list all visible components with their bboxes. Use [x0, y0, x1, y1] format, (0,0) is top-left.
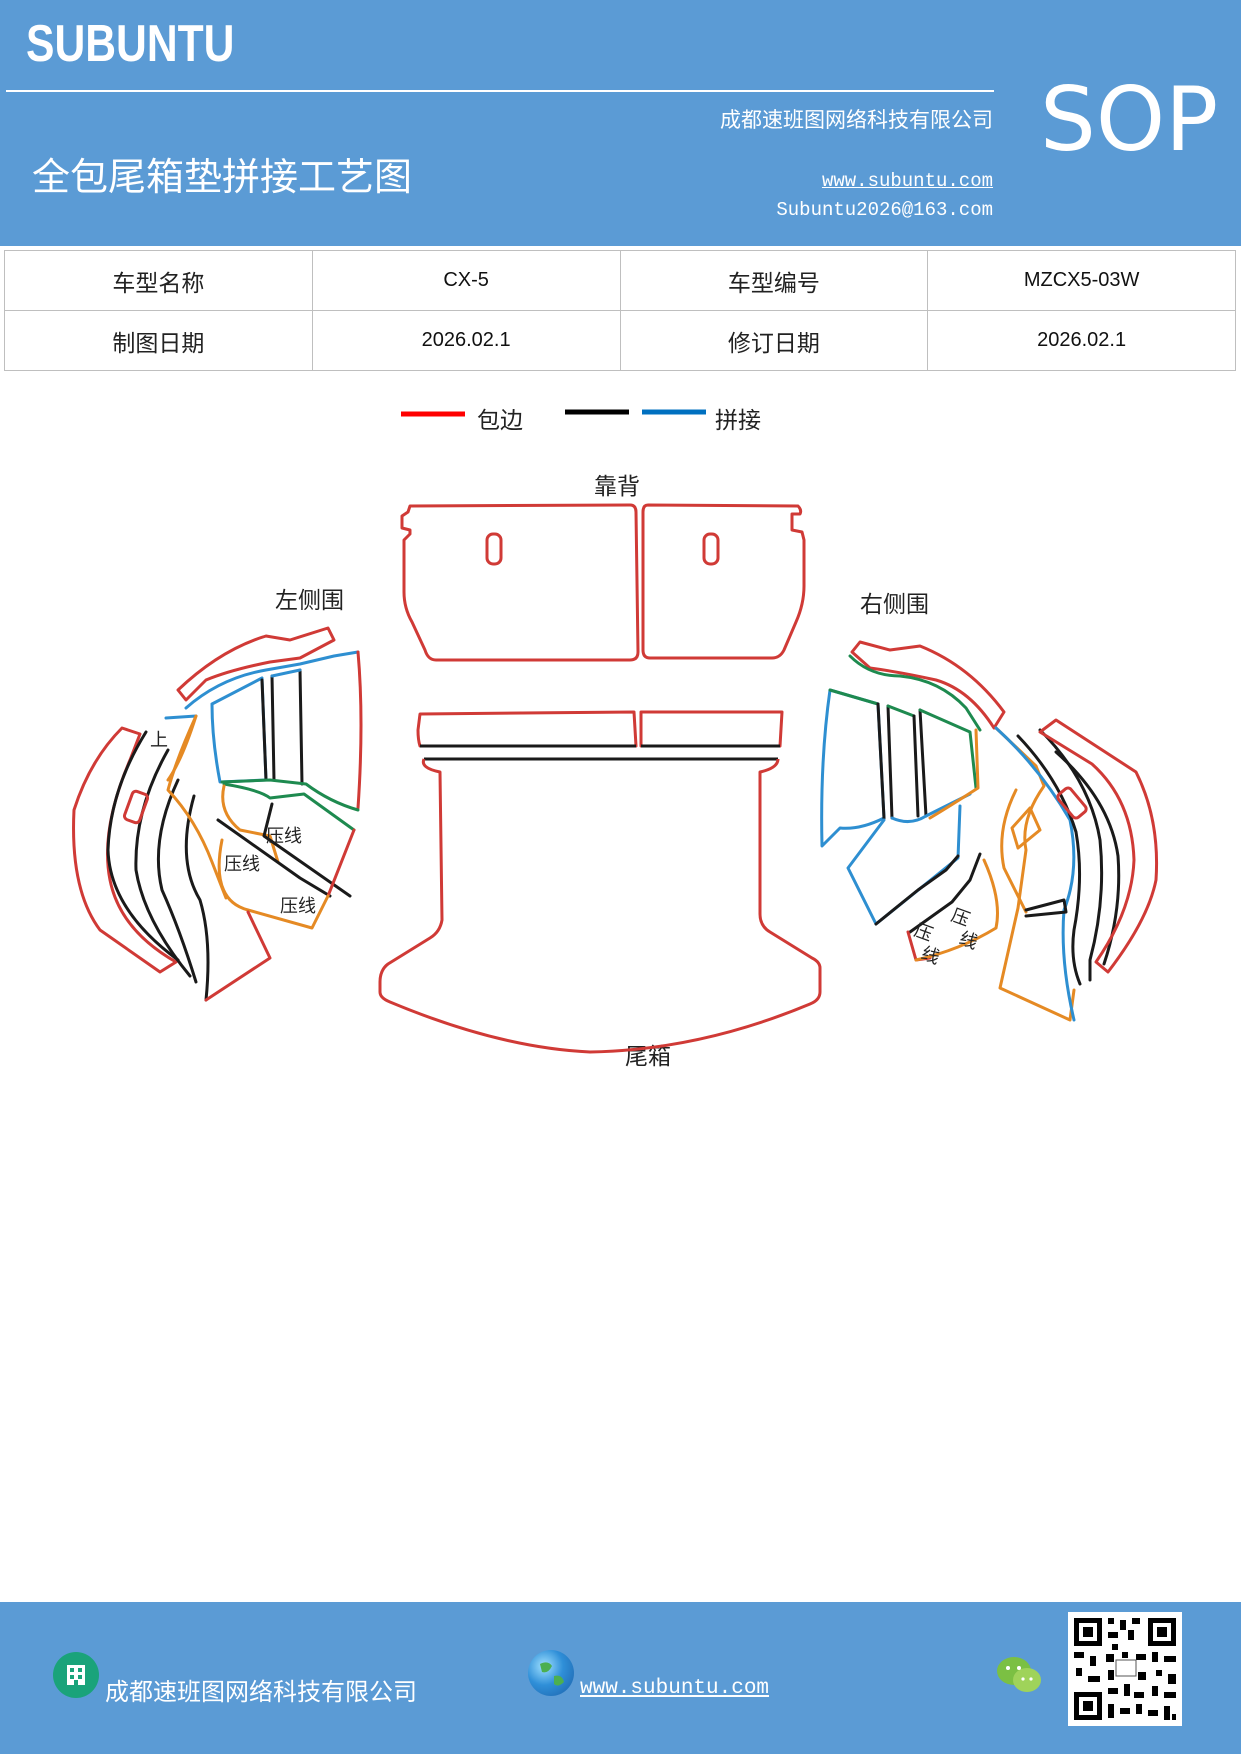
- left-seam-c: [298, 668, 304, 786]
- left-side-panel: [72, 626, 363, 1002]
- trunk-front-strip-right: [639, 710, 784, 748]
- building-icon: [53, 1652, 99, 1698]
- left-slot: [122, 789, 150, 825]
- right-press-char-3: 压: [948, 905, 972, 931]
- header-website-link[interactable]: www.subuntu.com: [821, 170, 993, 192]
- right-green-top: [828, 688, 880, 706]
- right-black-strip-1: [1016, 734, 1082, 986]
- model-code-label: 车型编号: [619, 250, 929, 311]
- header-divider: [6, 90, 994, 92]
- left-outer-right-edge: [356, 650, 363, 810]
- left-press-line-1: 压线: [266, 826, 302, 847]
- left-top-seam: [184, 650, 360, 710]
- globe-icon: [528, 1650, 574, 1696]
- right-seam-d: [918, 708, 928, 818]
- table-row: 车型名称 CX-5 车型编号 MZCX5-03W: [4, 250, 1236, 311]
- footer-website-link[interactable]: www.subuntu.com: [580, 1677, 770, 1700]
- revise-date-value: 2026.02.1: [927, 310, 1236, 371]
- right-top-seam: [848, 654, 982, 732]
- right-seam-b: [886, 704, 894, 820]
- right-side-panel: [820, 640, 1159, 1022]
- brand-logo: SUBUNTU: [26, 15, 235, 73]
- right-press-orange: [914, 858, 999, 962]
- right-orange-wing: [1010, 806, 1042, 850]
- left-press-seam-1: [216, 818, 332, 898]
- backrest-left-panel: [400, 503, 640, 662]
- trunk-front-strip-left: [416, 710, 638, 748]
- header: SUBUNTU SOP 成都速班图网络科技有限公司 全包尾箱垫拼接工艺图 www…: [0, 0, 1241, 246]
- right-blue-right: [994, 726, 1076, 1022]
- model-name-label: 车型名称: [4, 250, 313, 311]
- left-lower-right-edge: [326, 828, 356, 898]
- left-lower-seam: [220, 778, 360, 812]
- legend-edging-label: 包边: [477, 408, 523, 434]
- right-press-seam-2: [908, 852, 982, 934]
- right-seam-c: [912, 714, 920, 818]
- left-outer-black-4: [184, 794, 210, 1002]
- right-green-b: [886, 704, 916, 718]
- right-block-outer: [820, 688, 886, 848]
- right-orange-strip: [928, 728, 980, 820]
- draw-date-label: 制图日期: [4, 310, 313, 371]
- right-top-edge: [850, 640, 1006, 730]
- wechat-icon[interactable]: [995, 1654, 1043, 1696]
- trunk-floor-panel: [378, 758, 822, 1054]
- page-title: 全包尾箱垫拼接工艺图: [32, 155, 413, 199]
- right-press-char-2: 线: [918, 943, 942, 969]
- splicing-diagram: 包边 拼接 靠背 左侧围 右侧围 尾箱: [72, 408, 1159, 1070]
- table-row: 制图日期 2026.02.1 修订日期 2026.02.1: [4, 310, 1236, 371]
- right-orange-left-b: [1000, 788, 1028, 914]
- left-block-a: [210, 676, 268, 784]
- right-press-char-4: 线: [956, 928, 980, 954]
- right-black-join: [1024, 898, 1068, 918]
- info-table: 车型名称 CX-5 车型编号 MZCX5-03W 制图日期 2026.02.1 …: [4, 250, 1236, 371]
- sop-badge: SOP: [1040, 68, 1219, 171]
- right-slot: [1056, 786, 1088, 820]
- trunk-floor: [378, 710, 822, 1054]
- left-blue-top: [164, 714, 198, 720]
- right-seam-a: [876, 702, 886, 820]
- backrest-panels: [400, 503, 806, 662]
- left-outer-black-2: [134, 748, 192, 978]
- revise-date-label: 修订日期: [619, 310, 929, 371]
- model-name-value: CX-5: [311, 250, 621, 311]
- legend-splice-label: 拼接: [715, 408, 761, 434]
- right-blue-mid: [890, 792, 972, 823]
- backrest-left-slot: [485, 532, 503, 566]
- draw-date-value: 2026.02.1: [311, 310, 621, 371]
- left-block-b-edge: [270, 668, 302, 678]
- left-seam-a: [260, 678, 268, 782]
- left-orange-strip: [221, 784, 280, 864]
- right-black-strip-3: [1054, 750, 1121, 966]
- right-press-seam-1: [874, 854, 960, 926]
- left-press-line-3: 压线: [280, 896, 316, 917]
- right-panel-label: 右侧围: [860, 592, 929, 618]
- left-press-line-2: 压线: [224, 854, 260, 875]
- left-mid-seam: [222, 782, 356, 832]
- qr-code: [1068, 1612, 1182, 1726]
- left-top-edge: [176, 626, 336, 702]
- left-outer-black-1: [106, 730, 180, 962]
- footer-company: 成都速班图网络科技有限公司: [105, 1678, 417, 1706]
- header-company: 成都速班图网络科技有限公司: [720, 108, 993, 132]
- footer: 成都速班图网络科技有限公司 www.subuntu.com: [0, 1602, 1241, 1754]
- left-outer-black-3: [156, 778, 198, 984]
- right-press-char-1: 压: [911, 920, 935, 946]
- model-code-value: MZCX5-03W: [927, 250, 1236, 311]
- right-green-c: [918, 708, 978, 790]
- right-orange-left: [994, 726, 1076, 1022]
- left-press-seam-2: [262, 802, 352, 898]
- right-lower-blue: [846, 804, 962, 926]
- left-orange-outer: [166, 714, 228, 900]
- legend: 包边 拼接: [401, 408, 761, 434]
- right-outer-curve: [1038, 718, 1159, 974]
- left-up-mark: 上: [150, 730, 168, 751]
- backrest-right-panel: [641, 503, 806, 660]
- backrest-label: 靠背: [594, 474, 640, 500]
- header-email[interactable]: Subuntu2026@163.com: [776, 199, 993, 221]
- left-seam-b: [270, 674, 276, 782]
- left-panel-label: 左侧围: [275, 588, 344, 614]
- left-bottom-edge: [204, 910, 272, 1002]
- backrest-right-slot: [702, 532, 720, 566]
